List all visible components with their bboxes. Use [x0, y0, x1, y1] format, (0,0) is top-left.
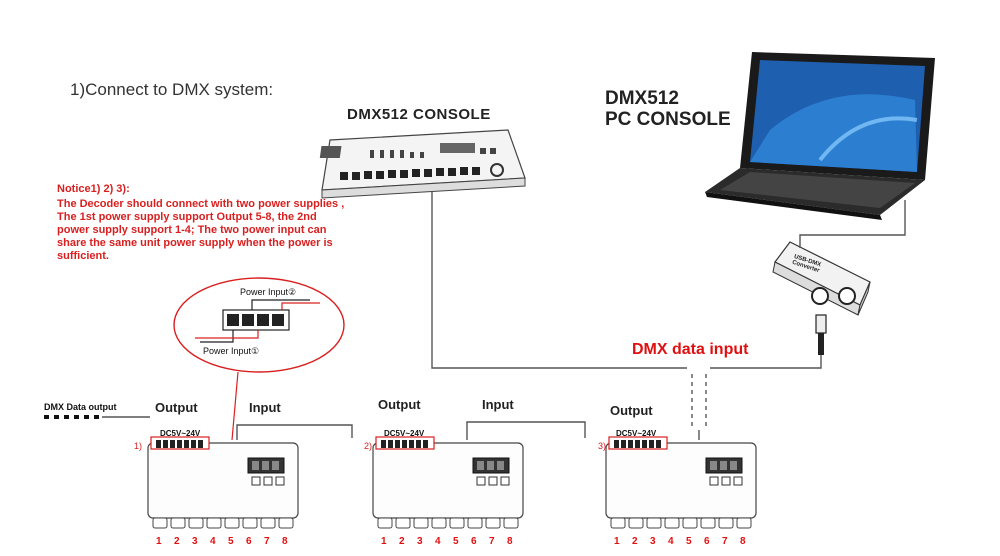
output-pin-label: 2: [632, 536, 638, 547]
notice-block: Notice1) 2) 3): The Decoder should conne…: [57, 183, 417, 263]
output-pin-label: 4: [210, 536, 216, 547]
output-pin-label: 8: [282, 536, 288, 547]
output-pin-label: 7: [264, 536, 270, 547]
dmx-cables: [236, 192, 906, 440]
output-pin-label: 3: [650, 536, 656, 547]
page-heading: 1)Connect to DMX system:: [70, 80, 274, 99]
usb-dmx-converter-device: [772, 241, 871, 355]
dmx-data-output-label: DMX Data output: [44, 402, 117, 412]
decoder-unit: [372, 436, 524, 529]
output-pin-label: 1: [156, 536, 162, 547]
output-pin-label: 6: [471, 536, 477, 547]
decoder-2-index: 2): [364, 441, 373, 451]
decoder-1-input-label: Input: [249, 400, 281, 415]
output-pin-label: 5: [686, 536, 692, 547]
output-pin-label: 4: [668, 536, 674, 547]
decoder-2-input-label: Input: [482, 397, 514, 412]
pc-console-title-line-1: DMX512: [605, 88, 679, 109]
decoder-1-index: 1): [134, 441, 143, 451]
decoder-1-output-label: Output: [155, 400, 198, 415]
output-pin-label: 1: [614, 536, 620, 547]
notice-title: Notice1) 2) 3):: [57, 183, 130, 195]
output-pin-label: 5: [228, 536, 234, 547]
notice-line: power supply support 1-4; The two power …: [57, 224, 327, 236]
notice-line: The 1st power supply support Output 5-8,…: [57, 211, 317, 223]
decoder-1-dc-label: DC5V~24V: [160, 429, 201, 438]
dmx512-console-device: [319, 129, 526, 199]
power-input-zoom: [173, 277, 345, 441]
dmx-output-dots: [44, 415, 150, 419]
decoder-2-dc-label: DC5V~24V: [384, 429, 425, 438]
decoder-unit: [605, 436, 757, 529]
output-pin-label: 1: [381, 536, 387, 547]
laptop-device: [705, 52, 935, 220]
pc-console-title: DMX512 PC CONSOLE: [605, 88, 731, 130]
output-pin-label: 3: [417, 536, 423, 547]
dmx-data-input-label: DMX data input: [632, 341, 749, 358]
power-input-1-label: Power Input①: [203, 346, 260, 356]
notice-line: sufficient.: [57, 250, 109, 262]
output-pin-label: 8: [740, 536, 746, 547]
decoder-3-dc-label: DC5V~24V: [616, 429, 657, 438]
notice-line: share the same unit power supply when th…: [57, 237, 333, 249]
output-pin-label: 6: [704, 536, 710, 547]
decoder-2-output-label: Output: [378, 397, 421, 412]
output-pin-label: 2: [174, 536, 180, 547]
decoder-3-index: 3): [598, 441, 607, 451]
output-pin-label: 7: [722, 536, 728, 547]
output-pin-label: 8: [507, 536, 513, 547]
output-pin-label: 6: [246, 536, 252, 547]
decoder-3-output-label: Output: [610, 403, 653, 418]
dmx512-console-title: DMX512 CONSOLE: [347, 106, 491, 123]
decoder-unit: [147, 436, 299, 529]
output-pin-label: 5: [453, 536, 459, 547]
pc-console-title-line-2: PC CONSOLE: [605, 109, 731, 130]
power-input-2-label: Power Input②: [240, 287, 297, 297]
notice-line: The Decoder should connect with two powe…: [57, 198, 345, 210]
output-pin-label: 2: [399, 536, 405, 547]
output-pin-label: 3: [192, 536, 198, 547]
output-pin-label: 7: [489, 536, 495, 547]
output-pin-label: 4: [435, 536, 441, 547]
